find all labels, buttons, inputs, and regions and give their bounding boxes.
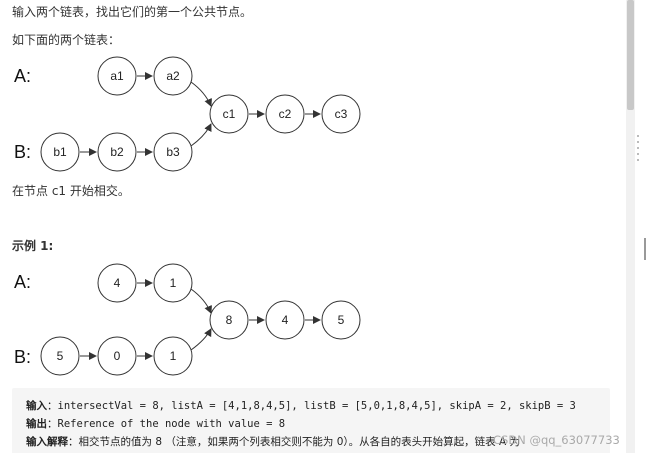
svg-text:4: 4 bbox=[282, 313, 289, 327]
fig2-node-b-0: 0 bbox=[97, 336, 137, 376]
fig1-node-b1: b1 bbox=[40, 132, 80, 172]
fig2-node-a-1: 1 bbox=[153, 263, 193, 303]
svg-text:b3: b3 bbox=[166, 145, 180, 159]
fig2-node-a-4: 4 bbox=[97, 263, 137, 303]
example-output-line: 输出：Reference of the node with value = 8 bbox=[26, 417, 285, 431]
svg-text:a2: a2 bbox=[166, 69, 180, 83]
fig2-edge-1-8 bbox=[190, 288, 212, 314]
input-key: 输入 bbox=[26, 400, 47, 412]
svg-text:c3: c3 bbox=[335, 107, 348, 121]
svg-text:c1: c1 bbox=[223, 107, 236, 121]
fig2-list-b-label: B: bbox=[14, 347, 31, 367]
fig1-node-a1: a1 bbox=[97, 56, 137, 96]
svg-text:c2: c2 bbox=[279, 107, 292, 121]
svg-text:1: 1 bbox=[170, 276, 177, 290]
svg-text:1: 1 bbox=[170, 349, 177, 363]
fig2-node-shared-5: 5 bbox=[321, 300, 361, 340]
fig2-node-shared-4: 4 bbox=[265, 300, 305, 340]
problem-intro: 输入两个链表，找出它们的第一个公共节点。 bbox=[12, 5, 253, 19]
explain-value: ：相交节点的值为 8 （注意，如果两个列表相交则不能为 0）。从各自的表头开始算… bbox=[68, 436, 520, 448]
fig2-node-b-1: 1 bbox=[153, 336, 193, 376]
fig1-edge-b3-c1 bbox=[190, 123, 212, 147]
right-gutter bbox=[640, 0, 650, 453]
svg-text:5: 5 bbox=[57, 349, 64, 363]
fig1-node-c3: c3 bbox=[321, 94, 361, 134]
svg-text:8: 8 bbox=[226, 313, 233, 327]
vertical-scrollbar-track[interactable] bbox=[626, 0, 635, 453]
figure-caption: 如下面的两个链表： bbox=[12, 33, 121, 47]
fig1-list-a-label: A: bbox=[14, 66, 31, 86]
fig1-node-a2: a2 bbox=[153, 56, 193, 96]
vertical-scrollbar-thumb[interactable] bbox=[627, 0, 634, 110]
fig1-edge-a2-c1 bbox=[190, 81, 212, 107]
fig1-node-b2: b2 bbox=[97, 132, 137, 172]
csdn-watermark: CSDN @qq_63077733 bbox=[493, 433, 620, 447]
output-value: ：Reference of the node with value = 8 bbox=[47, 418, 286, 430]
fig2-node-b-5: 5 bbox=[40, 336, 80, 376]
svg-text:0: 0 bbox=[114, 349, 121, 363]
example-code-block bbox=[12, 388, 610, 453]
fig1-node-b3: b3 bbox=[153, 132, 193, 172]
fig1-node-c1: c1 bbox=[209, 94, 249, 134]
svg-text:4: 4 bbox=[114, 276, 121, 290]
fig2-list-a-label: A: bbox=[14, 272, 31, 292]
svg-text:5: 5 bbox=[338, 313, 345, 327]
example-input-line: 输入：intersectVal = 8, listA = [4,1,8,4,5]… bbox=[26, 399, 576, 413]
example-explain-line: 输入解释：相交节点的值为 8 （注意，如果两个列表相交则不能为 0）。从各自的表… bbox=[26, 435, 520, 449]
drag-handle-icon[interactable] bbox=[636, 135, 640, 175]
panel-splitter[interactable] bbox=[644, 238, 646, 260]
svg-text:b2: b2 bbox=[110, 145, 124, 159]
fig2-edge-1b-8 bbox=[190, 328, 212, 351]
svg-text:a1: a1 bbox=[110, 69, 124, 83]
svg-text:b1: b1 bbox=[53, 145, 67, 159]
fig1-list-b-label: B: bbox=[14, 142, 31, 162]
fig2-node-shared-8: 8 bbox=[209, 300, 249, 340]
explain-key: 输入解释 bbox=[26, 436, 68, 448]
linked-list-diagrams: A: B: a1 a2 b1 b2 b3 c1 c2 c3 A: B: 4 1 … bbox=[14, 56, 361, 376]
output-key: 输出 bbox=[26, 418, 47, 430]
input-value: ：intersectVal = 8, listA = [4,1,8,4,5], … bbox=[47, 400, 576, 412]
intersect-note: 在节点 c1 开始相交。 bbox=[12, 184, 130, 198]
example-title: 示例 1: bbox=[12, 239, 54, 253]
fig1-node-c2: c2 bbox=[265, 94, 305, 134]
